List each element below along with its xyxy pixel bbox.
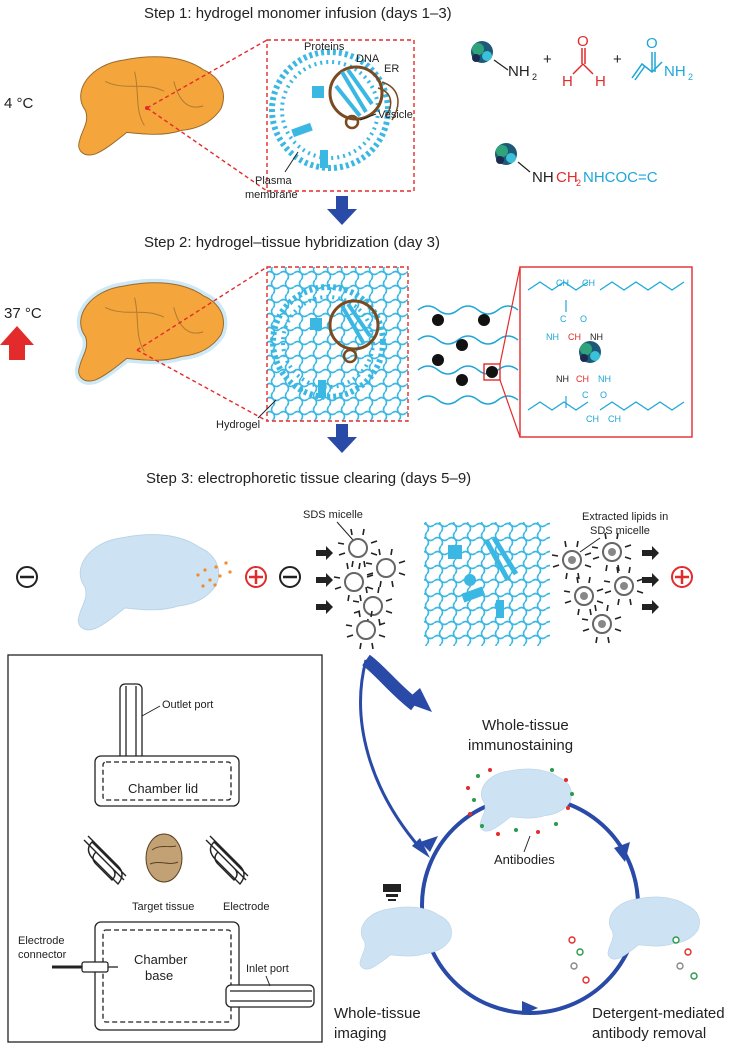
label-imaging-2: imaging [334, 1025, 387, 1042]
brain-cleared [77, 534, 220, 631]
electrode-left [83, 835, 127, 886]
label-hydrogel: Hydrogel [216, 419, 260, 431]
label-plasma: Plasma [255, 175, 293, 187]
inset-nh4: NH [598, 374, 611, 384]
chem-nh2-a: NH [508, 63, 530, 80]
label-er: ER [384, 63, 399, 75]
target-tissue-icon [145, 833, 183, 883]
label-removal-1: Detergent-mediated [592, 1005, 725, 1022]
cell-zoom-step2 [266, 266, 409, 422]
label-lipids-1: Extracted lipids in [582, 511, 668, 523]
lipid-cores [568, 548, 628, 628]
removed-antibodies [568, 936, 698, 984]
label-dna: DNA [356, 53, 380, 65]
inset-ch-red2: CH [576, 374, 589, 384]
chem-nh2-b: NH [664, 63, 686, 80]
label-membrane: membrane [245, 189, 298, 201]
down-arrow-icon [327, 424, 357, 453]
label-lipids-2: SDS micelle [590, 525, 650, 537]
label-antibodies: Antibodies [494, 852, 555, 867]
inset-nh2: NH [590, 332, 603, 342]
inset-ch-red: CH [568, 332, 581, 342]
entry-curve [359, 659, 422, 849]
inset-c1: C [560, 314, 567, 324]
chem-o-top: O [577, 33, 589, 50]
inset-ch4: CH [608, 414, 621, 424]
up-arrow-icon [0, 326, 34, 360]
chamber-base [94, 921, 240, 1031]
lipid-dots [196, 561, 232, 588]
inset-c2: C [582, 390, 589, 400]
label-electrode: Electrode [223, 901, 269, 913]
inset-nh1: NH [546, 332, 559, 342]
chem-plus-2: + [613, 51, 622, 68]
flow-arrows-left [316, 546, 333, 614]
label-chamber-lid: Chamber lid [128, 781, 198, 796]
protein-molecule-2 [495, 143, 517, 165]
inset-ch3: CH [586, 414, 599, 424]
label-imaging-1: Whole-tissue [334, 1005, 421, 1022]
label-connector-2: connector [18, 949, 67, 961]
plus-electrode-icon [245, 566, 267, 588]
minus-electrode-icon [279, 566, 301, 588]
crosslink-inset [519, 266, 693, 438]
brain-orange-step1 [78, 56, 224, 156]
step1-title: Step 1: hydrogel monomer infusion (days … [144, 5, 452, 22]
cell-zoom-step1 [266, 39, 415, 192]
plus-electrode-icon [671, 566, 693, 588]
inset-o2: O [600, 390, 607, 400]
formaldehyde [572, 48, 594, 75]
chem-h-right: H [595, 73, 606, 90]
chem-nh2-a-sub: 2 [532, 72, 537, 82]
acrylamide [631, 52, 663, 81]
inlet-port [225, 984, 315, 1008]
step1-temperature: 4 °C [4, 95, 34, 112]
cycle-ring [420, 795, 640, 1015]
step2-title: Step 2: hydrogel–tissue hybridization (d… [144, 234, 440, 251]
sds-micelles-left [333, 528, 406, 650]
inset-ch1: CH [556, 278, 569, 288]
label-connector-1: Electrode [18, 935, 64, 947]
hydrogel-network [417, 266, 521, 438]
label-immuno-1: Whole-tissue [482, 717, 569, 734]
brain-immunostained [479, 768, 572, 832]
label-immuno-2: immunostaining [468, 737, 573, 754]
step2-temperature: 37 °C [4, 305, 42, 322]
protein-molecule-1 [471, 41, 493, 63]
electrode-connector [52, 961, 118, 973]
step3-title: Step 3: electrophoretic tissue clearing … [146, 470, 471, 487]
cleared-tissue-mesh [424, 522, 550, 646]
brain-orange-step2 [79, 283, 224, 381]
electrode-right [205, 835, 249, 886]
label-vesicle: Vesicle [378, 109, 413, 121]
chem-product-ch-sub: 2 [576, 178, 581, 188]
chem-plus-1: + [543, 51, 552, 68]
entry-arrow [362, 654, 419, 711]
chem-product-ch: CH [556, 169, 578, 186]
label-removal-2: antibody removal [592, 1025, 706, 1042]
chem-nh2-b-sub: 2 [688, 72, 693, 82]
sds-micelles-right [551, 532, 644, 644]
minus-electrode-icon [16, 566, 38, 588]
label-outlet-port: Outlet port [162, 699, 213, 711]
microscope-icon [383, 884, 401, 901]
chem-product-nh: NH [532, 169, 554, 186]
label-proteins: Proteins [304, 41, 345, 53]
chem-o-top2: O [646, 35, 658, 52]
inset-o1: O [580, 314, 587, 324]
chem-h-left: H [562, 73, 573, 90]
flow-arrows-right [642, 546, 659, 614]
label-target-tissue: Target tissue [132, 901, 194, 913]
chamber-lid [94, 755, 240, 807]
label-sds-micelle: SDS micelle [303, 509, 363, 521]
label-inlet-port: Inlet port [246, 963, 289, 975]
inset-nh3: NH [556, 374, 569, 384]
chem-product-rest: NHCOC=C [583, 169, 658, 186]
inset-ch2: CH [582, 278, 595, 288]
label-chamber-base-2: base [145, 968, 173, 983]
down-arrow-icon [327, 196, 357, 225]
antibody-dots [466, 768, 574, 836]
label-chamber-base-1: Chamber [134, 952, 188, 967]
